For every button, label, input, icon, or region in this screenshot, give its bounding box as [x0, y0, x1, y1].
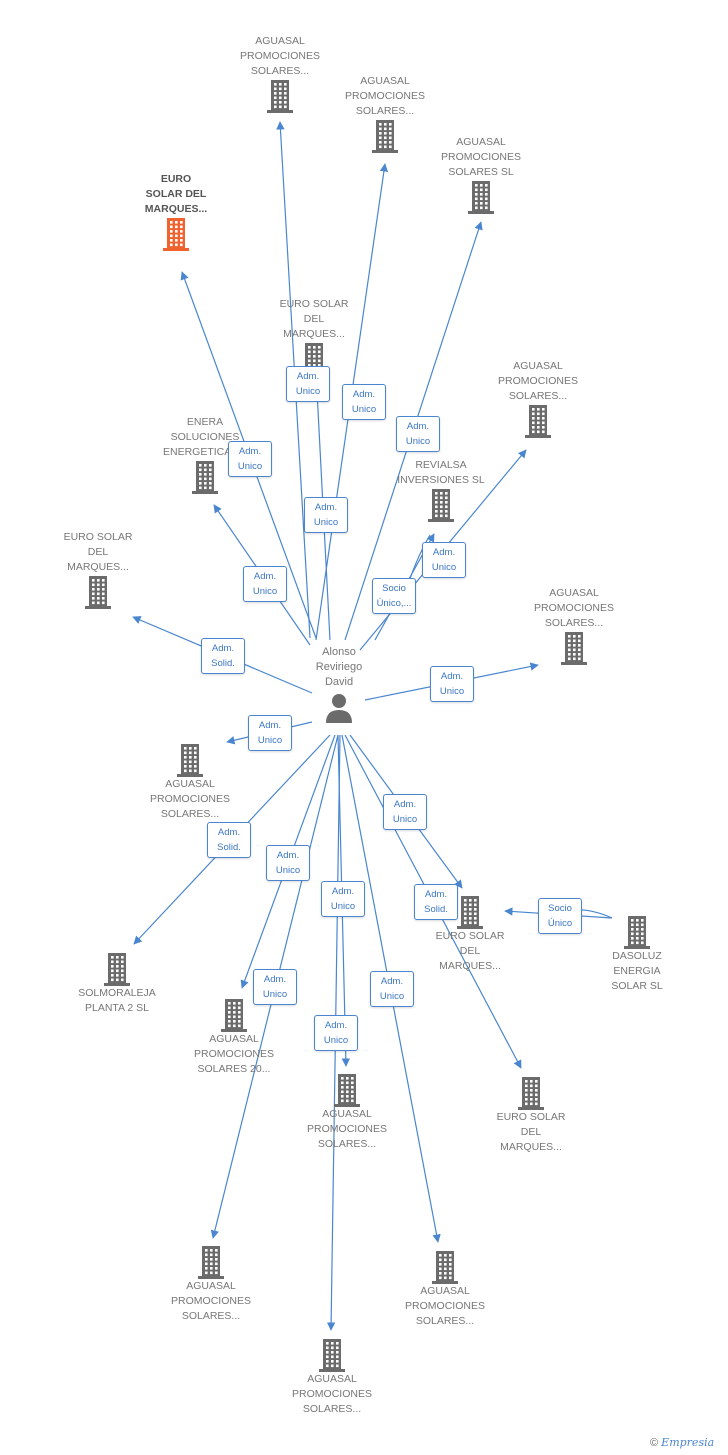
company-node[interactable]: AGUASAL PROMOCIONES SOLARES... [514, 586, 634, 665]
building-icon [104, 953, 130, 986]
company-node[interactable]: AGUASAL PROMOCIONES SOLARES... [130, 743, 250, 822]
company-node[interactable]: AGUASAL PROMOCIONES SOLARES... [272, 1338, 392, 1417]
company-name: AGUASAL PROMOCIONES SOLARES SL [441, 136, 521, 178]
relationship-label[interactable]: Adm. Unico [321, 881, 365, 917]
company-node[interactable]: AGUASAL PROMOCIONES SOLARES... [220, 34, 340, 113]
relationship-label[interactable]: Adm. Unico [243, 566, 287, 602]
copyright-symbol: © [650, 1437, 659, 1449]
relationship-label[interactable]: Adm. Unico [370, 971, 414, 1007]
building-icon [561, 632, 587, 665]
company-node[interactable]: AGUASAL PROMOCIONES SOLARES... [151, 1245, 271, 1324]
company-node[interactable]: SOLMORALEJA PLANTA 2 SL [57, 952, 177, 1016]
building-icon [334, 1074, 360, 1107]
building-icon [372, 120, 398, 153]
brand-logo-text: Empresia [661, 1436, 715, 1449]
relationship-label[interactable]: Adm. Unico [314, 1015, 358, 1051]
company-name: AGUASAL PROMOCIONES SOLARES... [171, 1280, 251, 1322]
company-node[interactable]: DASOLUZ ENERGIA SOLAR SL [577, 915, 697, 994]
building-icon [457, 896, 483, 929]
building-icon [518, 1077, 544, 1110]
company-name: AGUASAL PROMOCIONES SOLARES... [307, 1108, 387, 1150]
relationship-label[interactable]: Adm. Unico [422, 542, 466, 578]
building-icon [624, 916, 650, 949]
building-icon [428, 489, 454, 522]
building-icon [192, 461, 218, 494]
company-name: EURO SOLAR DEL MARQUES... [279, 298, 349, 340]
company-node[interactable]: AGUASAL PROMOCIONES SOLARES 20... [174, 998, 294, 1077]
company-name: DASOLUZ ENERGIA SOLAR SL [611, 950, 663, 992]
company-node[interactable]: ENERA SOLUCIONES ENERGETICAS... [145, 415, 265, 494]
company-name: AGUASAL PROMOCIONES SOLARES... [240, 35, 320, 77]
building-icon [432, 1251, 458, 1284]
company-name: AGUASAL PROMOCIONES SOLARES... [292, 1373, 372, 1415]
person-node-center[interactable]: Alonso Reviriego David [294, 645, 384, 724]
building-icon [177, 744, 203, 777]
company-node[interactable]: AGUASAL PROMOCIONES SOLARES... [287, 1073, 407, 1152]
company-node[interactable]: AGUASAL PROMOCIONES SOLARES... [385, 1250, 505, 1329]
company-name: REVIALSA INVERSIONES SL [397, 459, 485, 486]
relationship-label[interactable]: Adm. Solid. [207, 822, 251, 858]
building-icon [221, 999, 247, 1032]
building-icon [267, 80, 293, 113]
company-node[interactable]: AGUASAL PROMOCIONES SOLARES... [478, 359, 598, 438]
relationship-label[interactable]: Adm. Unico [396, 416, 440, 452]
company-name: AGUASAL PROMOCIONES SOLARES... [150, 778, 230, 820]
company-node[interactable]: EURO SOLAR DEL MARQUES... [471, 1076, 591, 1155]
building-icon [163, 218, 189, 251]
company-name: SOLMORALEJA PLANTA 2 SL [78, 987, 156, 1014]
relationship-label[interactable]: Adm. Unico [304, 497, 348, 533]
company-node[interactable]: AGUASAL PROMOCIONES SOLARES... [325, 74, 445, 153]
company-name: AGUASAL PROMOCIONES SOLARES... [498, 360, 578, 402]
relationship-label[interactable]: Adm. Unico [266, 845, 310, 881]
company-node[interactable]: EURO SOLAR DEL MARQUES... [38, 530, 158, 609]
company-node[interactable]: AGUASAL PROMOCIONES SOLARES SL [421, 135, 541, 214]
company-name: ENERA SOLUCIONES ENERGETICAS... [162, 416, 247, 458]
company-name: AGUASAL PROMOCIONES SOLARES 20... [194, 1033, 274, 1075]
relationship-label[interactable]: Adm. Unico [342, 384, 386, 420]
building-icon [319, 1339, 345, 1372]
person-name: Alonso Reviriego David [315, 646, 363, 688]
building-icon [525, 405, 551, 438]
relationship-label[interactable]: Socio Único [538, 898, 582, 934]
company-name: EURO SOLAR DEL MARQUES... [144, 173, 208, 215]
company-name: EURO SOLAR DEL MARQUES... [496, 1111, 566, 1153]
person-icon [326, 694, 352, 723]
building-icon [198, 1246, 224, 1279]
relationship-label[interactable]: Adm. Unico [286, 366, 330, 402]
relationship-label[interactable]: Adm. Unico [383, 794, 427, 830]
building-icon [85, 576, 111, 609]
company-node[interactable]: EURO SOLAR DEL MARQUES... [254, 297, 374, 376]
relationship-label[interactable]: Adm. Unico [248, 715, 292, 751]
relationship-label[interactable]: Adm. Unico [253, 969, 297, 1005]
relationship-label[interactable]: Adm. Solid. [201, 638, 245, 674]
company-node[interactable]: EURO SOLAR DEL MARQUES... [116, 172, 236, 251]
relationship-label[interactable]: Adm. Unico [430, 666, 474, 702]
company-name: EURO SOLAR DEL MARQUES... [435, 930, 505, 972]
company-name: AGUASAL PROMOCIONES SOLARES... [405, 1285, 485, 1327]
company-name: AGUASAL PROMOCIONES SOLARES... [345, 75, 425, 117]
company-node[interactable]: EURO SOLAR DEL MARQUES... [410, 895, 530, 974]
company-node[interactable]: REVIALSA INVERSIONES SL [381, 458, 501, 522]
footer-brand: © Empresia [650, 1436, 714, 1449]
relationship-label[interactable]: Socio Único,... [372, 578, 416, 614]
relationship-label[interactable]: Adm. Solid. [414, 884, 458, 920]
building-icon [468, 181, 494, 214]
company-name: AGUASAL PROMOCIONES SOLARES... [534, 587, 614, 629]
company-name: EURO SOLAR DEL MARQUES... [63, 531, 133, 573]
relationship-label[interactable]: Adm. Unico [228, 441, 272, 477]
